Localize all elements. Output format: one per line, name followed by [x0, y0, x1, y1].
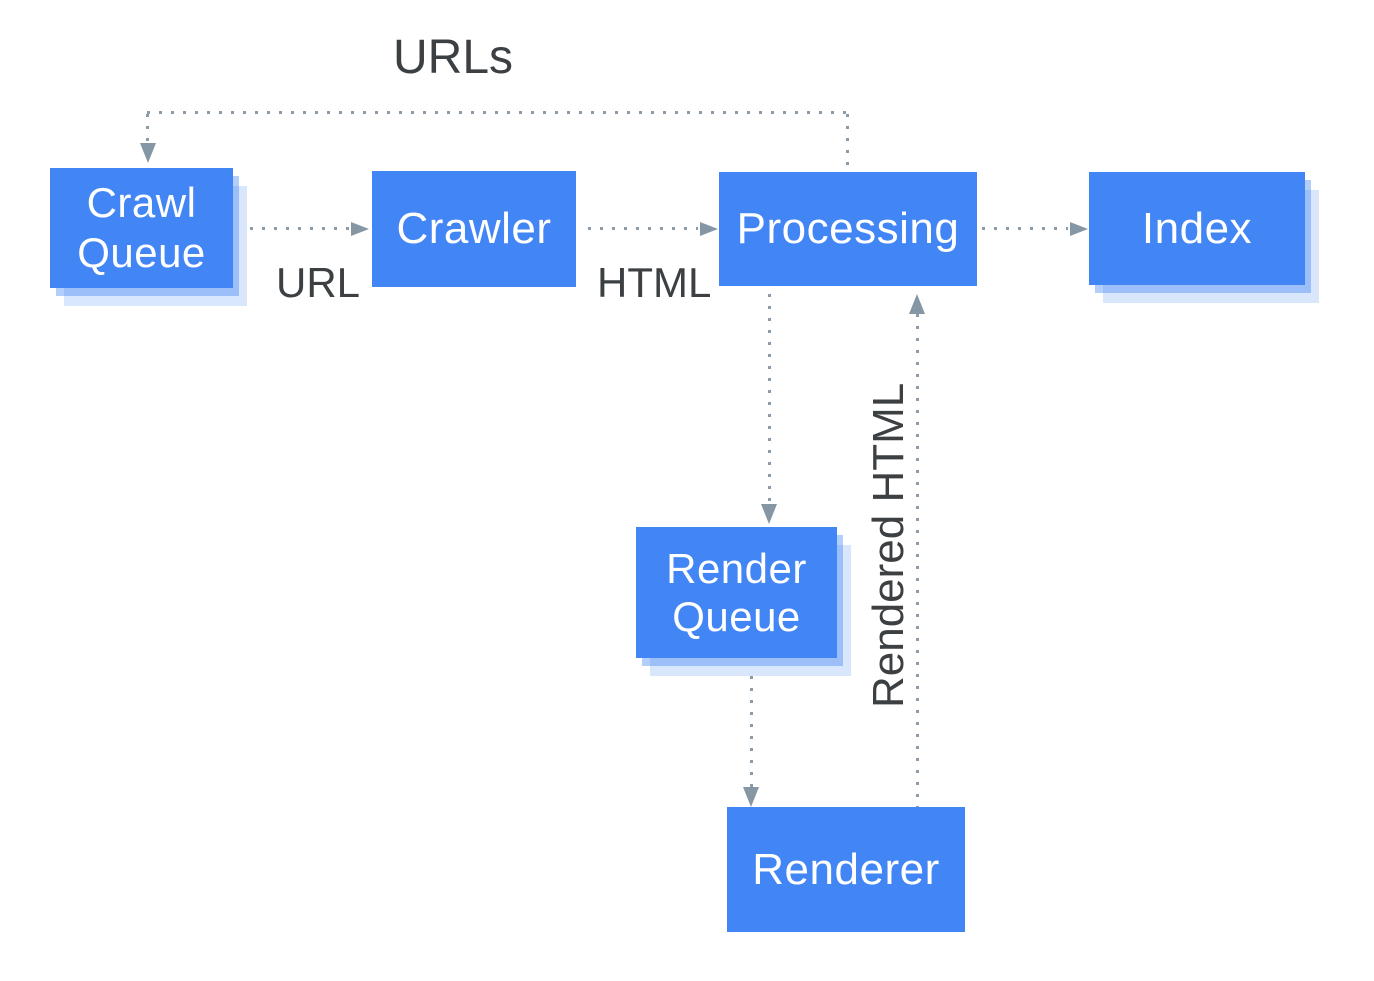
edge-urls-feedback-right-vertical-line: [846, 114, 849, 171]
edge-label-rendered-html: Rendered HTML: [864, 382, 913, 708]
edge-renderer-to-processing-line: [916, 314, 919, 807]
edge-urls-feedback-left-vertical-line: [146, 114, 149, 144]
arrowhead-right-into-crawler: [351, 222, 369, 236]
arrowhead-right-into-processing: [700, 222, 718, 236]
node-processing-label: Processing: [736, 204, 960, 253]
edge-label-html: HTML: [597, 259, 712, 306]
node-index-label: Index: [1141, 203, 1253, 253]
node-renderer: Renderer: [727, 807, 965, 932]
node-renderer-label: Renderer: [752, 844, 940, 894]
edge-renderqueue-to-renderer-line: [750, 676, 753, 787]
edge-processing-to-index-line: [982, 227, 1068, 230]
arrowhead-down-into-crawl-queue: [140, 143, 156, 163]
arrowhead-down-into-render-queue: [761, 504, 777, 524]
node-crawl-queue-label: Crawl Queue: [77, 179, 206, 276]
arrowhead-right-into-index: [1070, 222, 1088, 236]
node-processing: Processing: [719, 172, 977, 286]
node-index: Index: [1089, 172, 1305, 285]
arrowhead-up-into-processing: [909, 294, 925, 314]
node-crawl-queue: Crawl Queue: [50, 168, 233, 288]
edge-label-urls: URLs: [393, 31, 514, 84]
edge-label-url: URL: [276, 259, 361, 306]
edge-urls-feedback-horizontal-line: [147, 111, 848, 114]
node-render-queue: Render Queue: [636, 527, 837, 658]
node-crawler: Crawler: [372, 171, 576, 287]
arrowhead-down-into-renderer: [743, 787, 759, 807]
edge-processing-to-renderqueue-line: [768, 294, 771, 504]
edge-crawler-to-processing-line: [588, 227, 698, 230]
edge-crawlqueue-to-crawler-line: [250, 227, 350, 230]
node-render-queue-label: Render Queue: [666, 544, 807, 640]
node-crawler-label: Crawler: [396, 204, 552, 253]
